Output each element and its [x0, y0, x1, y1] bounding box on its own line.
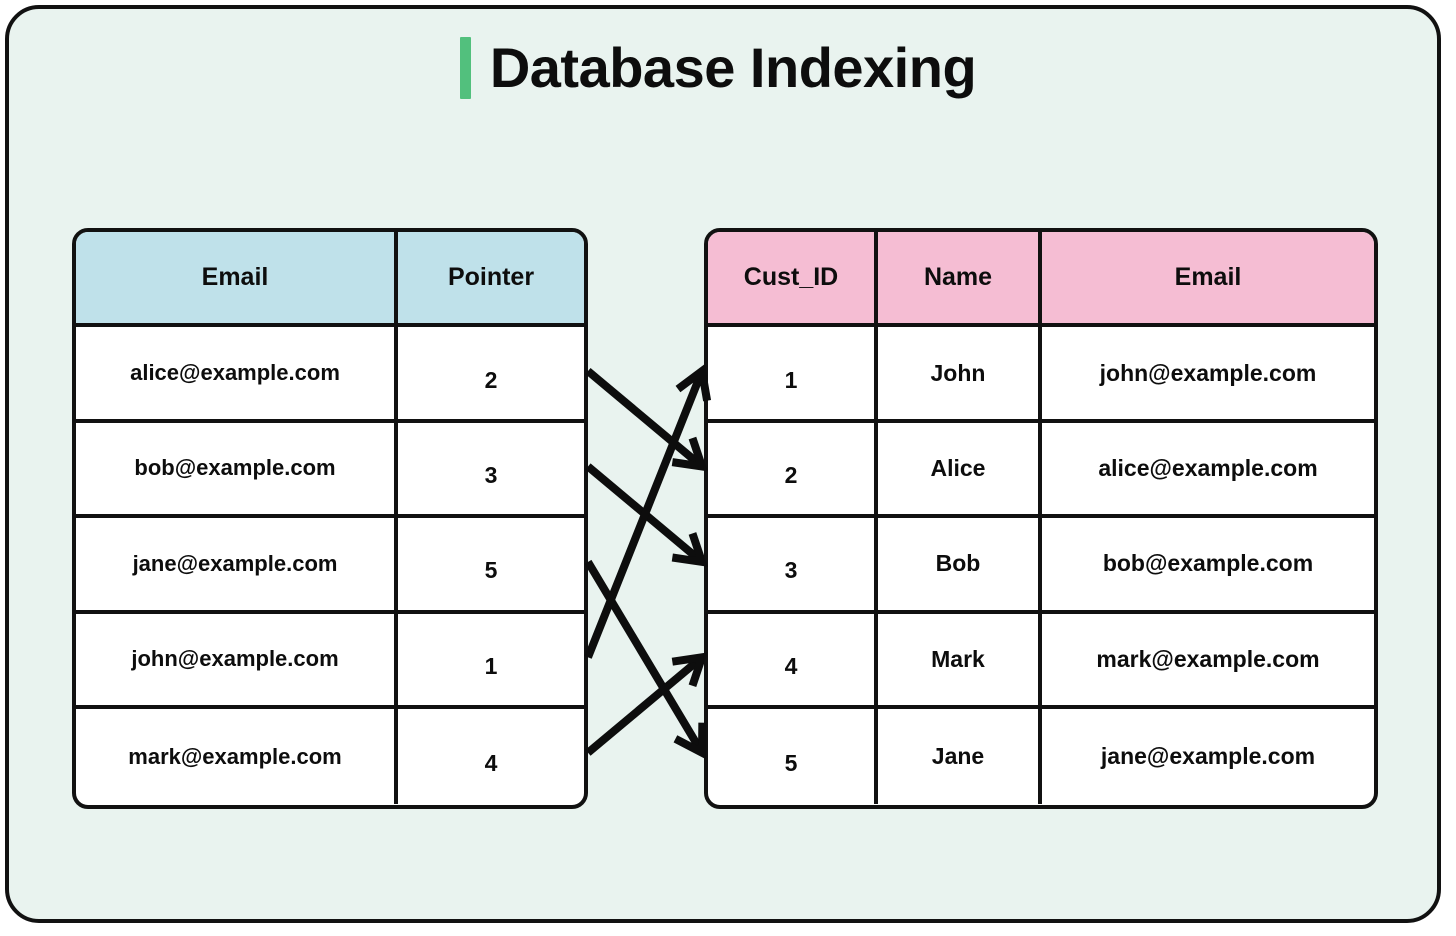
index-cell-email: john@example.com — [76, 613, 398, 705]
title-accent-bar — [459, 37, 471, 99]
customers-cell-email: mark@example.com — [1096, 645, 1320, 672]
customers-cell-email: alice@example.com — [1098, 454, 1318, 481]
customers-cell-name: Bob — [878, 518, 1042, 610]
customers-table: Cust_ID Name Email 1 John john@example.c… — [704, 228, 1378, 809]
page-title: Database Indexing — [0, 28, 1436, 108]
index-cell-pointer: 2 — [484, 366, 498, 393]
customers-table-row[interactable]: 5 Jane jane@example.com — [708, 708, 1374, 805]
customers-cell-cust-id: 5 — [708, 708, 878, 805]
customers-table-row[interactable]: 3 Bob bob@example.com — [708, 518, 1374, 614]
index-table-row[interactable]: jane@example.com 5 — [76, 518, 584, 614]
index-table-row[interactable]: mark@example.com 4 — [76, 708, 584, 805]
index-cell-pointer: 4 — [484, 750, 498, 777]
index-table: Email Pointer alice@example.com 2 bob@ex… — [72, 228, 588, 809]
customers-cell-name: Alice — [878, 422, 1042, 515]
index-header-email: Email — [76, 232, 398, 324]
index-cell-email: alice@example.com — [76, 327, 398, 419]
customers-header-cust-id: Cust_ID — [708, 232, 878, 324]
customers-table-row[interactable]: 4 Mark mark@example.com — [708, 613, 1374, 709]
customers-cell-email: jane@example.com — [1100, 743, 1316, 770]
index-cell-email: bob@example.com — [76, 422, 398, 515]
customers-cell-email: bob@example.com — [1102, 550, 1314, 577]
customers-cell-cust-id: 1 — [708, 327, 878, 419]
page-title-text: Database Indexing — [489, 36, 977, 99]
customers-cell-name: John — [878, 327, 1042, 419]
index-table-row[interactable]: bob@example.com 3 — [76, 422, 584, 519]
customers-header-name: Name — [878, 232, 1042, 324]
index-cell-email: jane@example.com — [76, 518, 398, 610]
customers-cell-cust-id: 2 — [708, 422, 878, 515]
customers-table-row[interactable]: 2 Alice alice@example.com — [708, 422, 1374, 519]
customers-cell-email: john@example.com — [1099, 359, 1317, 386]
customers-table-header-row: Cust_ID Name Email — [708, 232, 1374, 328]
index-cell-email: mark@example.com — [76, 708, 398, 805]
index-cell-pointer: 5 — [484, 557, 498, 584]
customers-cell-name: Mark — [878, 613, 1042, 705]
index-table-row[interactable]: john@example.com 1 — [76, 613, 584, 709]
index-table-row[interactable]: alice@example.com 2 — [76, 327, 584, 423]
customers-header-email: Email — [1042, 232, 1374, 324]
index-cell-pointer: 3 — [484, 461, 498, 488]
index-header-pointer: Pointer — [398, 232, 584, 324]
customers-cell-cust-id: 3 — [708, 518, 878, 610]
customers-cell-name: Jane — [878, 708, 1042, 805]
index-table-header-row: Email Pointer — [76, 232, 584, 328]
index-cell-pointer: 1 — [484, 652, 498, 679]
customers-cell-cust-id: 4 — [708, 613, 878, 705]
customers-table-row[interactable]: 1 John john@example.com — [708, 327, 1374, 423]
